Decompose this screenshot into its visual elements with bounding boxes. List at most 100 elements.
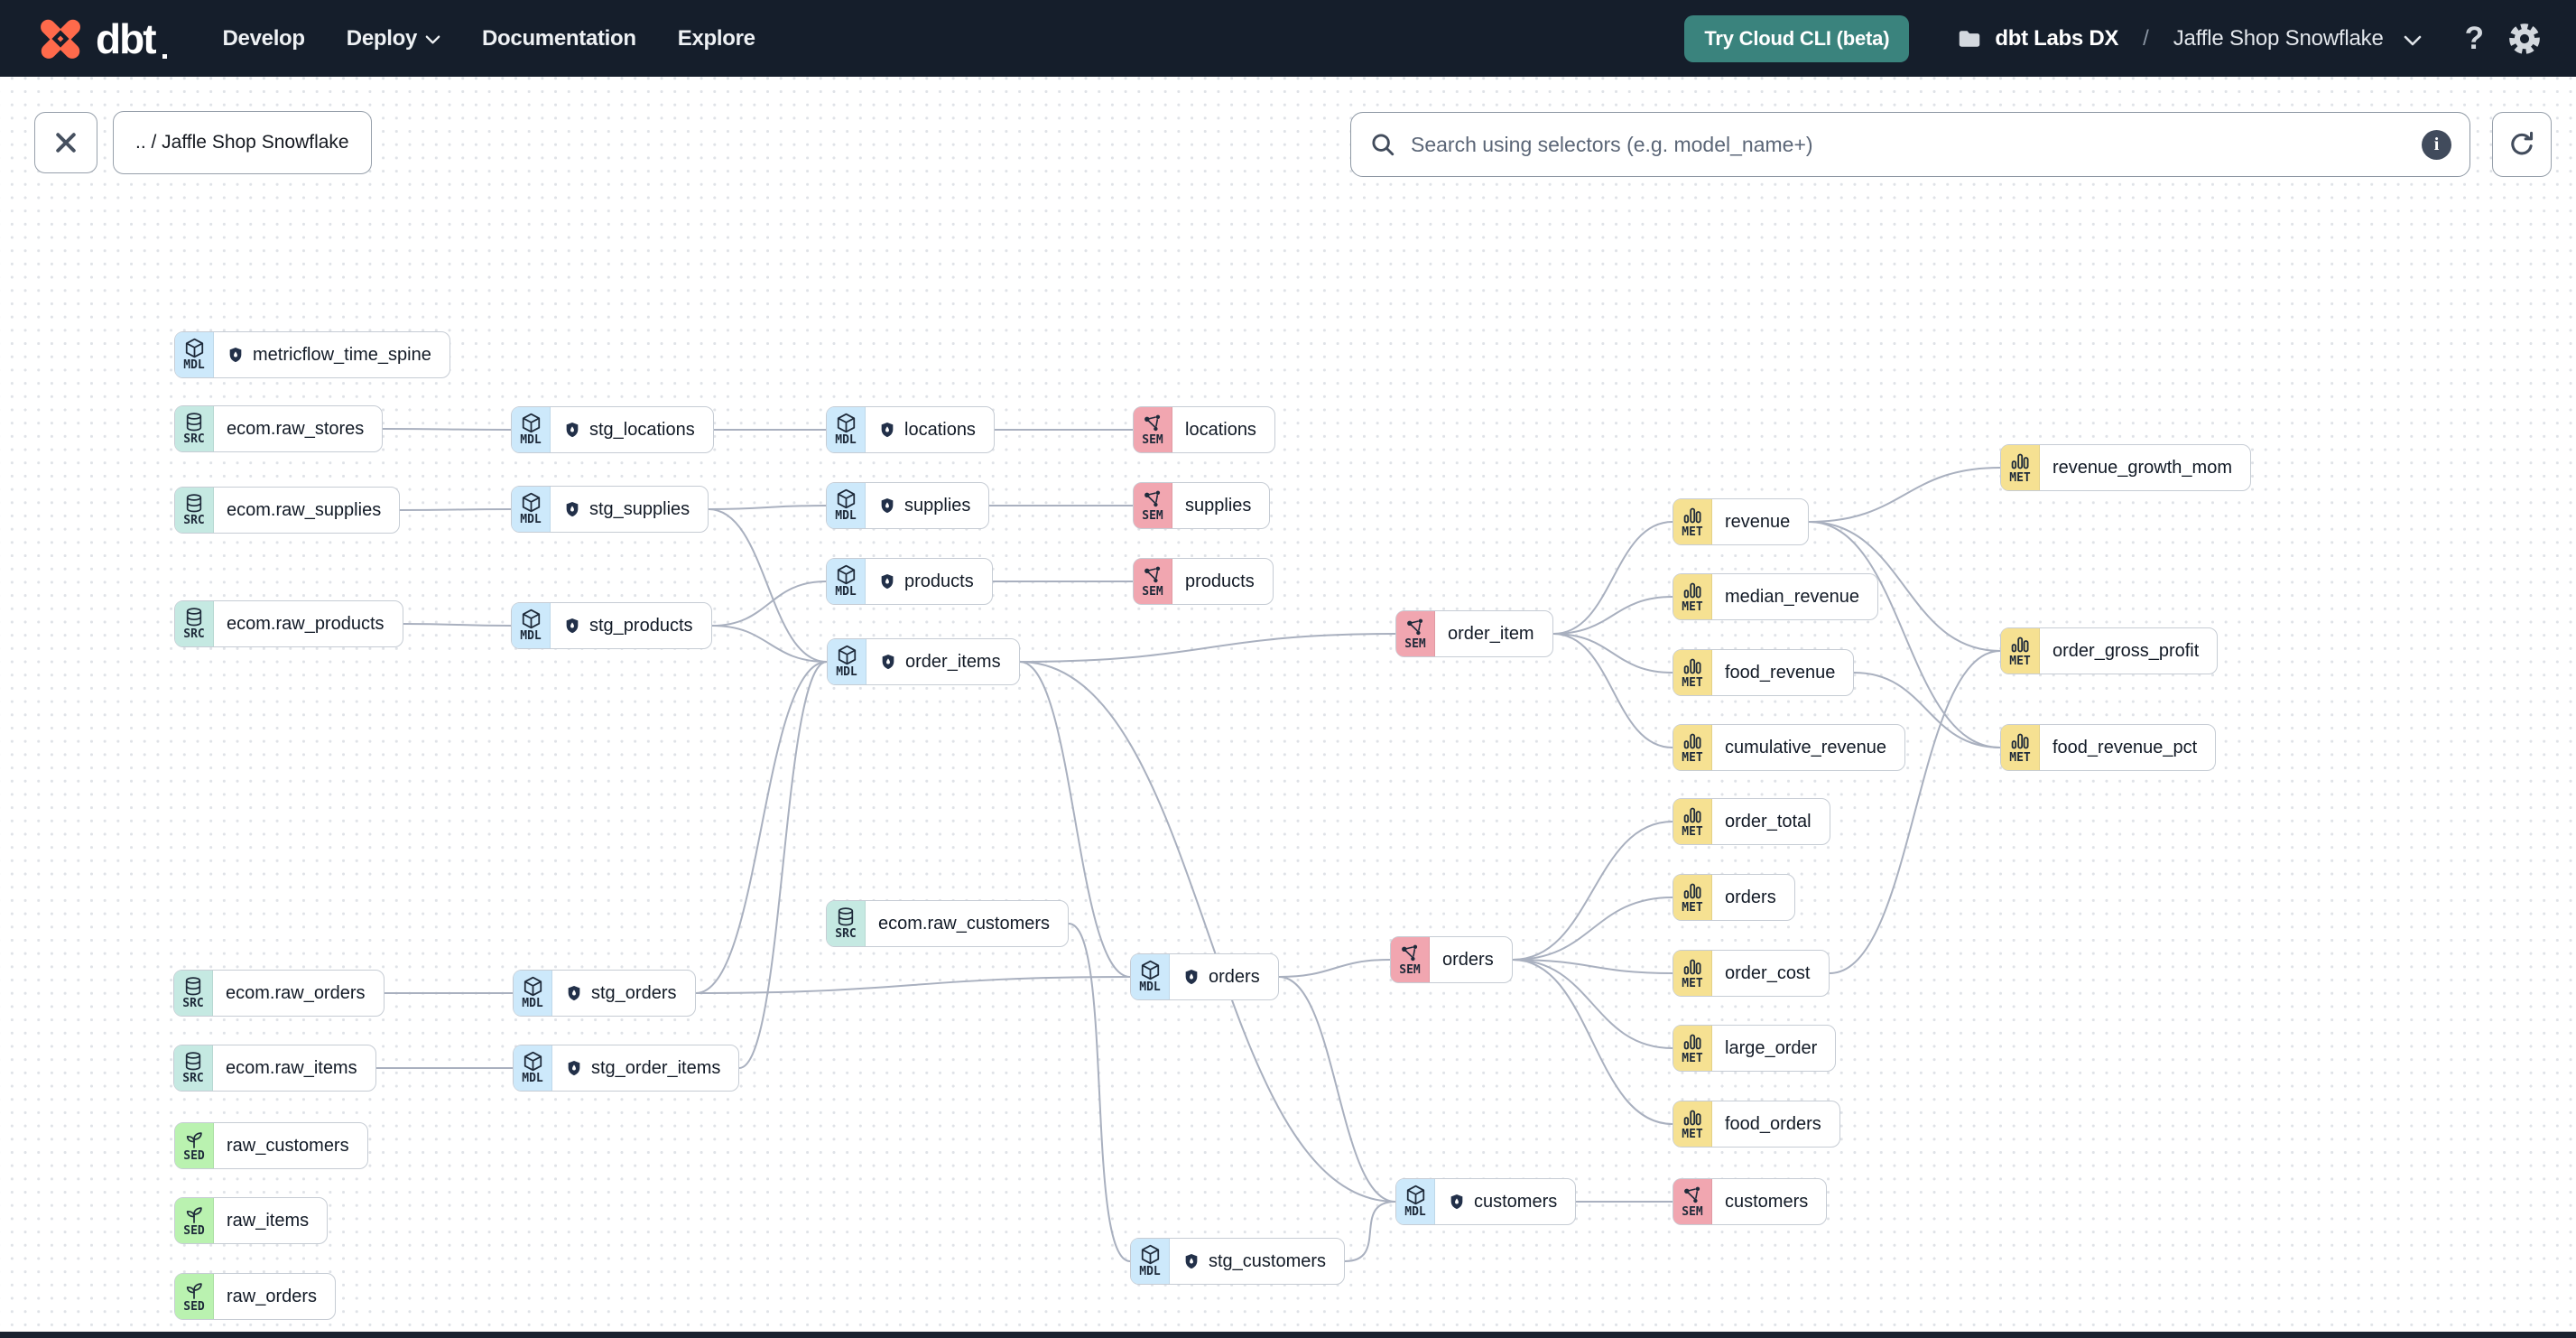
shield-icon — [568, 985, 580, 1000]
project-name[interactable]: Jaffle Shop Snowflake — [2173, 25, 2384, 51]
info-icon[interactable]: i — [2422, 129, 2451, 160]
node-label: supplies — [866, 483, 988, 528]
chevron-down-icon[interactable] — [2404, 35, 2422, 46]
edge-orders_mdl-to-customers_mdl — [1278, 976, 1396, 1203]
node-label-text: stg_locations — [589, 419, 695, 440]
node-type-label: MDL — [1139, 1265, 1161, 1279]
node-label-text: food_revenue_pct — [2052, 737, 2198, 757]
bar-chart-icon — [1683, 1034, 1701, 1050]
node-type-label: MET — [2009, 470, 2031, 485]
node-label: raw_orders — [214, 1274, 335, 1319]
node-label: median_revenue — [1712, 574, 1877, 619]
org-name[interactable]: dbt Labs DX — [1995, 25, 2119, 51]
node-label-text: locations — [904, 419, 976, 440]
try-cloud-cli-button[interactable]: Try Cloud CLI (beta) — [1684, 14, 1910, 62]
cube-icon — [185, 339, 203, 358]
node-label-text: median_revenue — [1725, 586, 1859, 607]
node-label: metricflow_time_spine — [214, 332, 449, 377]
nav-link-explore[interactable]: Explore — [678, 26, 755, 51]
node-type-label: MDL — [522, 997, 543, 1011]
nav-link-develop[interactable]: Develop — [223, 26, 306, 51]
cube-icon — [522, 413, 540, 433]
nav-right: Try Cloud CLI (beta) dbt Labs DX / Jaffl… — [1684, 14, 2544, 62]
top-navbar: dbt Develop Deploy Documentation Explore Tr… — [0, 0, 2576, 77]
node-type-badge: SEM — [1391, 937, 1430, 982]
dbt-logo[interactable]: dbt — [32, 11, 167, 67]
nav-link-deploy[interactable]: Deploy — [347, 26, 440, 51]
node-stg_orders[interactable]: MDL stg_orders — [513, 970, 696, 1017]
project-breadcrumb: dbt Labs DX / Jaffle Shop Snowflake — [1956, 25, 2421, 52]
shield-icon — [566, 501, 579, 516]
node-type-badge: MDL — [827, 407, 866, 452]
node-label-text: stg_orders — [591, 982, 677, 1003]
cube-icon — [1141, 1245, 1159, 1265]
shield-icon — [881, 573, 894, 589]
node-label-text: stg_supplies — [589, 498, 690, 519]
lineage-breadcrumb[interactable]: .. / Jaffle Shop Snowflake — [113, 111, 372, 174]
node-type-badge: SEM — [1396, 611, 1435, 656]
nav-link-documentation[interactable]: Documentation — [482, 26, 636, 51]
gear-icon[interactable] — [2506, 20, 2544, 58]
node-label-text: ecom.raw_supplies — [227, 499, 382, 520]
node-type-badge: SED — [175, 1198, 214, 1243]
chevron-down-icon — [425, 35, 440, 44]
close-lineage-button[interactable] — [34, 112, 97, 173]
sprout-icon — [186, 1207, 202, 1223]
help-icon[interactable]: ? — [2464, 21, 2484, 56]
search-input[interactable] — [1409, 131, 2422, 158]
node-type-label: MET — [1682, 976, 1703, 990]
refresh-button[interactable] — [2492, 112, 2552, 177]
node-locations[interactable]: MDL locations — [826, 406, 995, 453]
cube-icon — [837, 413, 855, 433]
sprout-icon — [186, 1283, 202, 1299]
node-type-badge: SRC — [174, 1045, 213, 1091]
edge-order_items-to-customers_mdl — [1019, 661, 1396, 1203]
bar-chart-icon — [1683, 883, 1701, 899]
node-label: ecom.raw_stores — [214, 406, 382, 451]
node-type-badge: SED — [175, 1123, 214, 1168]
node-label-text: customers — [1474, 1191, 1558, 1212]
node-type-label: MET — [1682, 675, 1703, 690]
node-label: stg_products — [551, 603, 711, 648]
edge-sem_orders-to-met_orders — [1512, 897, 1673, 961]
